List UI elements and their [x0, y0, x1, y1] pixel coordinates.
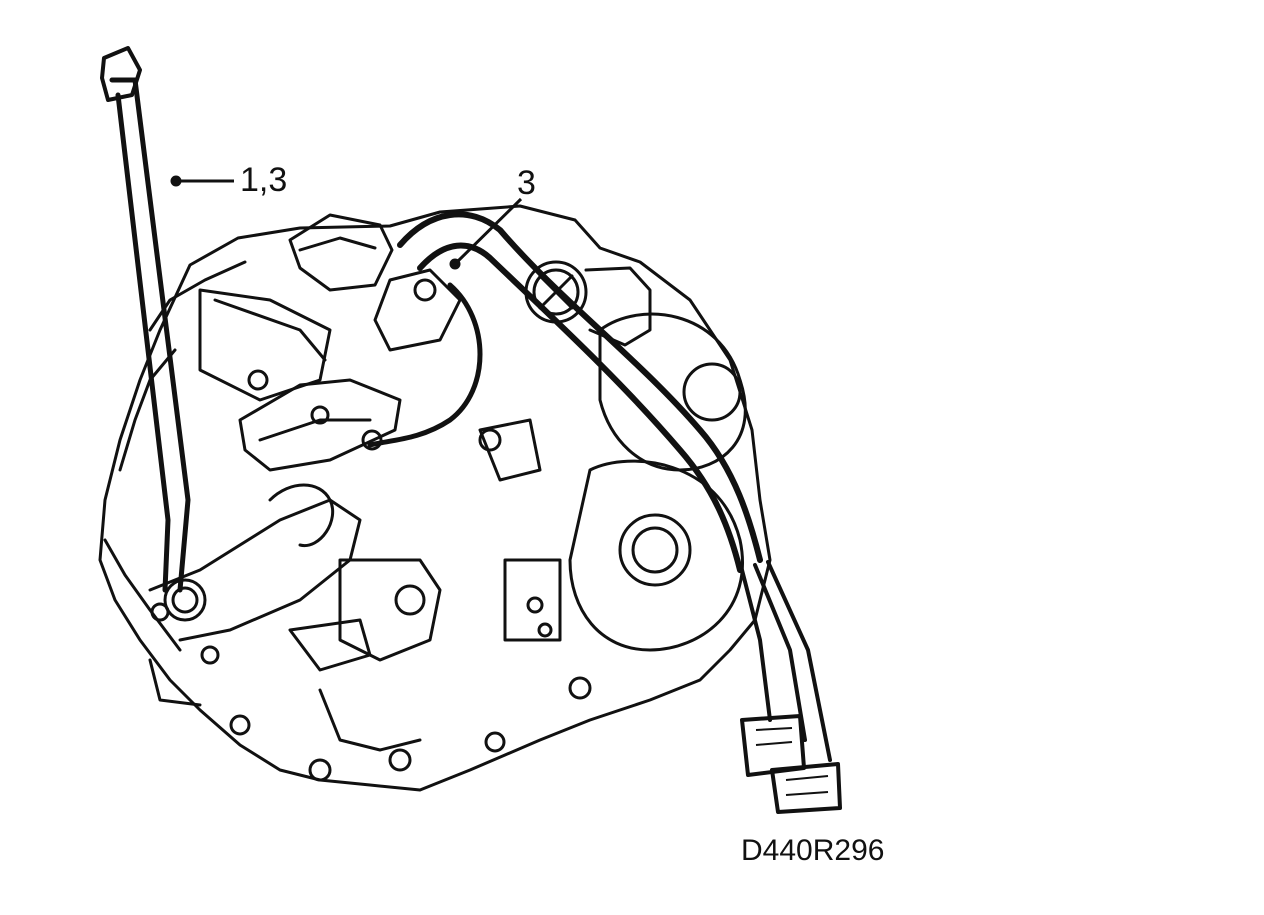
- bottom-bolt: [229, 714, 251, 736]
- side-flange: [503, 558, 562, 642]
- housing-rib: [148, 658, 202, 707]
- housing-rib: [103, 538, 182, 652]
- bracket: [373, 268, 462, 352]
- sensor-bolt: [361, 429, 383, 451]
- bottom-bolt: [308, 758, 332, 782]
- bottom-bolt: [388, 748, 412, 772]
- harness-tail: [740, 568, 772, 722]
- filler-cap: [532, 268, 580, 316]
- selector-sensor: [238, 378, 402, 472]
- shift-arm-pivot: [171, 586, 199, 614]
- harness-loop: [367, 282, 483, 448]
- drum-hub: [682, 362, 742, 422]
- housing-outline: [98, 204, 772, 792]
- solenoid: [338, 558, 442, 662]
- housing-rib: [118, 348, 177, 472]
- bottom-bolt: [484, 731, 506, 753]
- bottom-bolt: [568, 676, 592, 700]
- flange-bolt: [537, 622, 553, 638]
- drum-hub: [618, 513, 692, 587]
- housing-bolt: [478, 428, 502, 452]
- upper-connector: [298, 236, 377, 252]
- bottom-bolt: [150, 602, 170, 622]
- selector-sensor: [258, 418, 372, 442]
- harness-curved: [417, 242, 743, 573]
- harness-vertical: [109, 77, 191, 593]
- bottom-bolt: [200, 645, 220, 665]
- harness-tail: [753, 563, 807, 742]
- harness-plug-top: [100, 46, 142, 102]
- callout-label-3: 3: [517, 164, 536, 202]
- drum-outline: [568, 459, 744, 652]
- housing-rib: [198, 288, 332, 402]
- leader-dot-1-3: [170, 175, 182, 187]
- callout-label-1-3: 1,3: [240, 161, 288, 199]
- harness-tail: [766, 560, 832, 762]
- solenoid-cap: [394, 584, 426, 616]
- harness-end-connector: [770, 762, 842, 814]
- sensor-bolt: [247, 369, 269, 391]
- drum-outline: [598, 312, 747, 472]
- shift-arm-pivot: [163, 578, 207, 622]
- shift-arm: [148, 498, 362, 642]
- sensor-bolt: [310, 405, 330, 425]
- harness-curved: [397, 211, 763, 563]
- solenoid-mount: [288, 618, 372, 672]
- bracket-hole: [413, 278, 437, 302]
- leader-line-3: [453, 197, 523, 266]
- shift-arm: [268, 483, 335, 547]
- drum-hub: [631, 526, 679, 574]
- housing-rib: [213, 298, 327, 362]
- housing-rib: [148, 260, 247, 332]
- upper-connector: [288, 213, 394, 292]
- leader-dot-3: [449, 258, 461, 270]
- harness-vertical: [115, 92, 171, 593]
- flange-bolt: [526, 596, 544, 614]
- harness-end-connector-detail: [755, 727, 829, 796]
- boss-housing: [584, 266, 652, 347]
- housing-rib: [318, 688, 422, 752]
- housing-rib: [478, 418, 542, 482]
- drawing-code: D440R296: [741, 834, 885, 867]
